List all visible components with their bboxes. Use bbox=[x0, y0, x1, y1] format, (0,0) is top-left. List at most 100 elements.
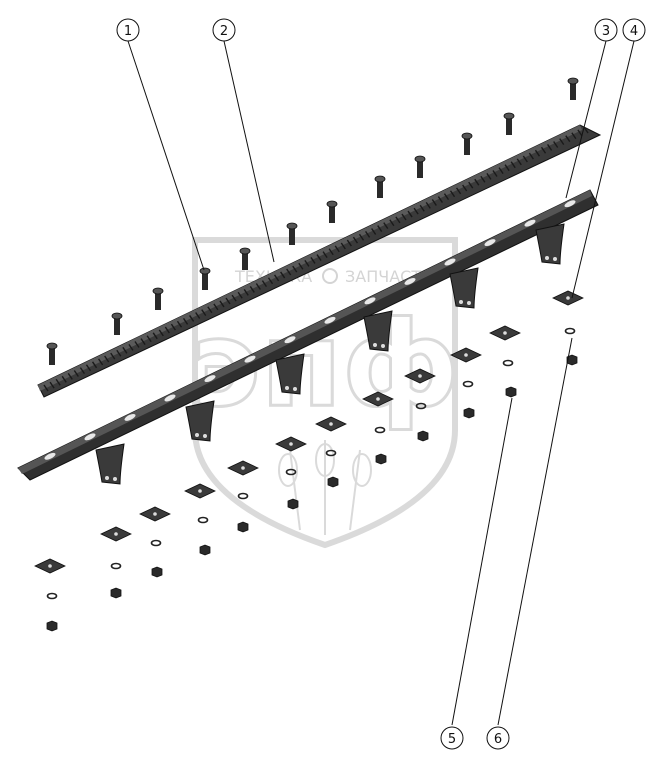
bolt-head bbox=[199, 267, 211, 275]
strip-tooth bbox=[462, 184, 468, 192]
leader-line-5 bbox=[451, 397, 513, 726]
bolt-head bbox=[326, 200, 338, 208]
strip-tooth bbox=[534, 149, 541, 157]
strip-tooth bbox=[522, 155, 528, 163]
strip-tooth bbox=[377, 225, 383, 232]
washer bbox=[564, 327, 576, 335]
callout-6: 6 bbox=[486, 726, 510, 750]
plate-hole bbox=[114, 532, 118, 536]
bracket-bar bbox=[17, 189, 599, 485]
strip-tooth bbox=[213, 303, 219, 311]
bar-lug-hole bbox=[293, 387, 297, 391]
watermark-wheat-icon bbox=[278, 440, 372, 535]
nut bbox=[151, 566, 163, 578]
strip-tooth bbox=[286, 268, 292, 276]
nut bbox=[110, 587, 122, 599]
bolt-shank bbox=[570, 82, 576, 100]
washer bbox=[46, 592, 58, 600]
plate-hole bbox=[376, 397, 380, 401]
nut bbox=[199, 544, 211, 556]
bar-lug bbox=[185, 400, 215, 442]
bar-lug-hole bbox=[459, 300, 463, 304]
bolt-shank bbox=[417, 160, 423, 178]
strip-tooth bbox=[116, 349, 122, 357]
bolt-shank bbox=[202, 272, 208, 290]
strip-tooth bbox=[583, 126, 589, 134]
strip-tooth bbox=[225, 297, 231, 305]
strip-tooth bbox=[468, 181, 474, 189]
strip-tooth bbox=[540, 146, 547, 154]
nut bbox=[327, 476, 339, 488]
leader-lines bbox=[127, 40, 635, 726]
watermark-gear-icon bbox=[322, 268, 338, 284]
strip-tooth bbox=[449, 190, 456, 198]
strip-tooth bbox=[152, 332, 158, 340]
strip-tooth bbox=[498, 167, 504, 174]
strip-tooth bbox=[237, 291, 243, 299]
strip-tooth bbox=[407, 210, 413, 218]
strip-tooth bbox=[243, 288, 249, 296]
strip-tooth bbox=[443, 193, 450, 201]
nut bbox=[375, 453, 387, 465]
bar-lug bbox=[275, 353, 305, 395]
bolt-shank bbox=[242, 252, 248, 270]
nut-group bbox=[46, 354, 578, 632]
bolt-head bbox=[152, 287, 164, 295]
bolt-head bbox=[111, 312, 123, 320]
strip-tooth bbox=[456, 187, 462, 195]
bar-hole bbox=[244, 355, 256, 363]
bar-lug-hole bbox=[195, 433, 199, 437]
strip-tooth bbox=[559, 138, 565, 145]
strip-tooth bbox=[328, 248, 334, 256]
strip-tooth bbox=[164, 326, 170, 334]
plate-hole bbox=[153, 512, 157, 516]
bar-lug bbox=[449, 267, 479, 309]
bolt-group bbox=[46, 77, 579, 365]
bolt-shank bbox=[49, 347, 55, 365]
strip-tooth bbox=[383, 222, 389, 230]
bar-hole bbox=[444, 258, 456, 266]
strip-tooth bbox=[261, 280, 268, 288]
plate-hole bbox=[198, 489, 202, 493]
watermark-shield bbox=[192, 237, 458, 549]
bolt-head bbox=[286, 222, 298, 230]
nut bbox=[505, 386, 517, 398]
strip-tooth bbox=[510, 161, 516, 169]
plate-hole bbox=[418, 374, 422, 378]
washer bbox=[502, 359, 514, 367]
strip-tooth bbox=[267, 277, 274, 285]
callout-label-3: 3 bbox=[602, 24, 610, 39]
bar-hole bbox=[284, 336, 296, 344]
callout-2: 2 bbox=[212, 18, 236, 42]
strip-tooth bbox=[553, 141, 559, 148]
bar-lug-hole bbox=[553, 257, 557, 261]
strip-tooth bbox=[547, 144, 553, 151]
strip-tooth bbox=[49, 381, 55, 389]
plate-hole bbox=[289, 442, 293, 446]
bar-hole bbox=[124, 413, 136, 421]
strip-tooth bbox=[219, 300, 225, 308]
strip-tooth bbox=[389, 219, 395, 227]
plate-hole bbox=[48, 564, 52, 568]
nut bbox=[417, 430, 429, 442]
bar-hole bbox=[484, 239, 496, 247]
strip-tooth bbox=[122, 346, 128, 354]
strip-tooth bbox=[176, 320, 183, 328]
strip-tooth bbox=[577, 129, 583, 137]
strip-tooth bbox=[292, 265, 298, 273]
bolt-head bbox=[461, 132, 473, 140]
callout-label-5: 5 bbox=[448, 732, 456, 747]
washer bbox=[374, 426, 386, 434]
strip-tooth bbox=[340, 242, 346, 250]
strip-tooth bbox=[425, 201, 431, 209]
washer bbox=[462, 380, 474, 388]
nut bbox=[287, 498, 299, 510]
washer-group bbox=[46, 327, 576, 600]
strip-tooth bbox=[419, 204, 425, 212]
leader-line-1 bbox=[127, 40, 205, 271]
plate-group bbox=[34, 290, 584, 574]
bolt-shank bbox=[114, 317, 120, 335]
strip-tooth bbox=[195, 312, 201, 319]
strip-tooth bbox=[182, 317, 189, 325]
strip-tooth bbox=[413, 207, 419, 215]
